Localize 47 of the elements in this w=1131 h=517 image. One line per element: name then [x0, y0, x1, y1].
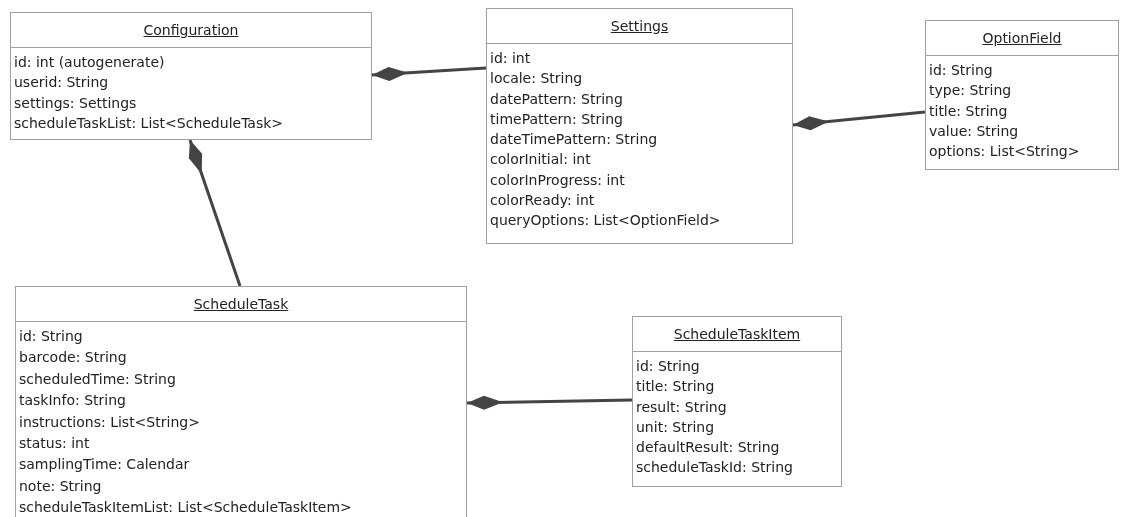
attribute-text: colorReady: int [490, 191, 595, 211]
attribute-text: title: String [929, 101, 1008, 121]
class-box [632, 316, 842, 487]
attribute-text: instructions: List<String> [19, 412, 200, 432]
attribute-text: result: String [636, 397, 727, 417]
attribute-text: settings: Settings [14, 93, 137, 113]
attribute-text: id: String [929, 61, 993, 80]
attribute-text: id: int [490, 49, 531, 68]
attribute-text: dateTimePattern: String [490, 130, 658, 150]
attribute-text: timePattern: String [490, 109, 623, 129]
attribute-text: options: List<String> [929, 142, 1080, 162]
attribute-text: value: String [929, 121, 1019, 141]
attribute-text: scheduleTaskList: List<ScheduleTask> [14, 113, 284, 133]
attribute-text: taskInfo: String [19, 391, 126, 411]
attribute-text: scheduledTime: String [19, 369, 176, 389]
class-box [486, 8, 793, 244]
composition-connector [466, 395, 633, 410]
class-box [10, 12, 372, 140]
attribute-text: datePattern: String [490, 89, 623, 109]
attribute-text: colorInProgress: int [490, 170, 625, 190]
attribute-text: id: String [636, 357, 700, 376]
attribute-text: id: String [19, 327, 83, 346]
attribute-text: scheduleTaskItemList: List<ScheduleTaskItem> [19, 498, 352, 517]
class-name: ScheduleTaskItem [673, 326, 801, 342]
composition-connector [188, 139, 242, 287]
class-name: OptionField [982, 30, 1062, 46]
attribute-text: status: int [19, 434, 90, 454]
attribute-text: userid: String [14, 73, 109, 93]
attribute-text: title: String [636, 377, 715, 397]
attribute-text: locale: String [490, 69, 583, 89]
class-box [15, 286, 467, 517]
attribute-text: scheduleTaskId: String [636, 458, 793, 478]
class-box [925, 20, 1119, 170]
attribute-text: note: String [19, 476, 102, 496]
class-name: ScheduleTask [193, 296, 289, 312]
composition-connector [371, 66, 487, 81]
attribute-text: id: int (autogenerate) [14, 53, 165, 72]
class-name: Configuration [143, 22, 239, 38]
attribute-text: queryOptions: List<OptionField> [490, 211, 721, 231]
attribute-text: colorInitial: int [490, 150, 591, 170]
attribute-text: barcode: String [19, 348, 127, 368]
composition-connector [792, 110, 926, 131]
attribute-text: unit: String [636, 417, 715, 437]
class-name: Settings [610, 18, 669, 34]
attribute-text: defaultResult: String [636, 438, 780, 458]
attribute-text: type: String [929, 81, 1012, 101]
attribute-text: samplingTime: Calendar [19, 455, 190, 475]
